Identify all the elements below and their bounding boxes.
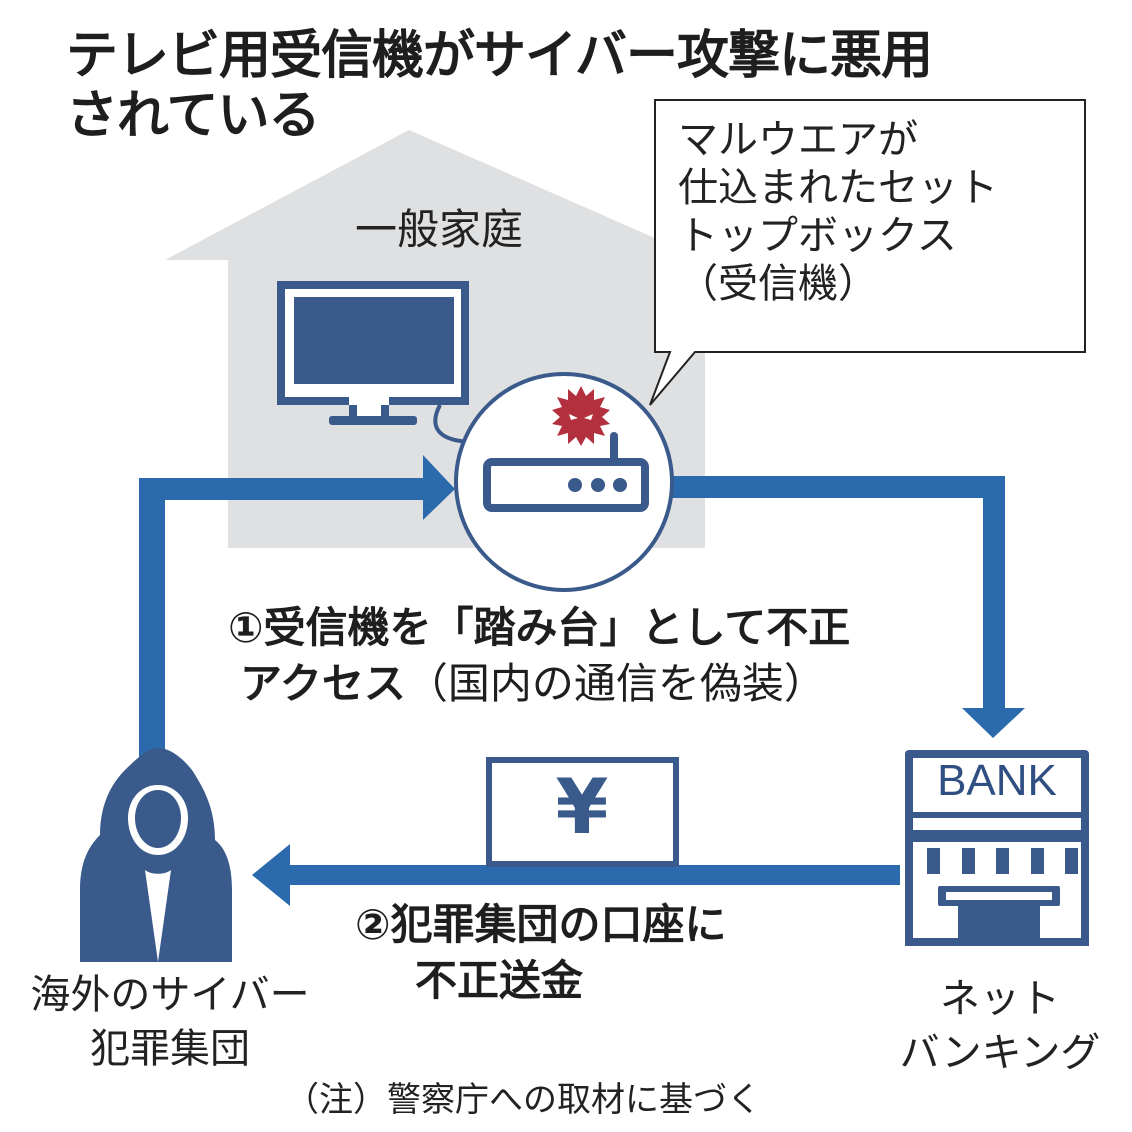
arrow-to-bank: [670, 476, 1025, 738]
callout-line: トップボックス: [678, 213, 957, 259]
yen-symbol: ¥: [555, 762, 609, 851]
title-line-1: テレビ用受信機がサイバー攻撃に悪用: [66, 26, 933, 86]
bank-label-line-1: ネット: [940, 976, 1060, 1022]
criminal-label-line-2: 犯罪集団: [90, 1026, 250, 1072]
callout-line: （受信機）: [678, 261, 878, 307]
bank-label-line-2: バンキング: [899, 1030, 1101, 1076]
page-title: テレビ用受信機がサイバー攻撃に悪用 されている: [66, 26, 933, 146]
step-2-line-1: ②犯罪集団の口座に: [355, 900, 727, 949]
bank-label: ネット バンキング: [880, 972, 1120, 1080]
criminal-label: 海外のサイバー 犯罪集団: [10, 968, 330, 1076]
bank-icon: [905, 750, 1089, 946]
bank-sign: BANK: [937, 756, 1057, 805]
step-1-text: ①受信機を「踏み台」として不正 アクセス（国内の通信を偽装）: [228, 600, 850, 712]
step-2-text: ②犯罪集団の口座に 不正送金: [355, 897, 727, 1009]
step-1-line-1: ①受信機を「踏み台」として不正: [228, 603, 851, 652]
step-2-line-2: 不正送金: [415, 956, 584, 1005]
arrow-to-router: [139, 455, 455, 760]
tv-icon: [277, 281, 534, 463]
hacker-icon: [80, 748, 232, 962]
source-note: （注）警察庁への取材に基づく: [285, 1080, 761, 1120]
house-label: 一般家庭: [355, 205, 524, 254]
malware-icon: [552, 386, 610, 446]
arrow-to-criminal: [252, 844, 900, 906]
router-icon: [454, 372, 674, 592]
callout-box: [649, 99, 1086, 406]
callout-text: マルウエアが 仕込まれたセット トップボックス （受信機）: [678, 116, 998, 308]
callout-line: マルウエアが: [678, 117, 918, 163]
step-1-line-2-bold: アクセス: [240, 659, 406, 708]
criminal-label-line-1: 海外のサイバー: [30, 972, 310, 1018]
step-1-line-2-note: （国内の通信を偽装）: [405, 659, 826, 708]
callout-line: 仕込まれたセット: [678, 165, 998, 211]
yen-bill-icon: [486, 757, 679, 867]
step-1-line-2: アクセス（国内の通信を偽装）: [228, 656, 850, 712]
title-line-2: されている: [66, 86, 320, 146]
